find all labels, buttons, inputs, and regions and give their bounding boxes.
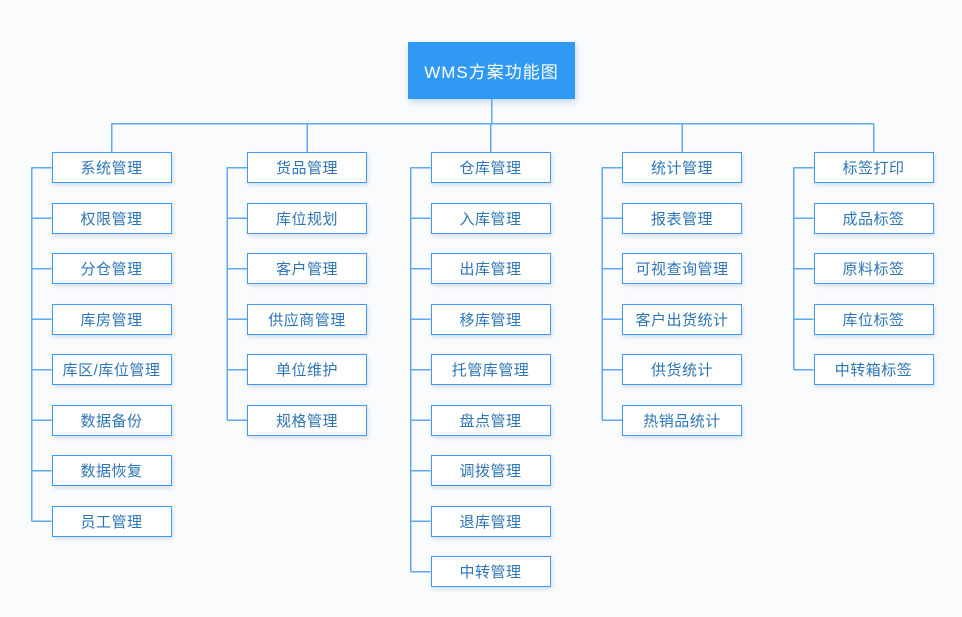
node-label: 系统管理 [80,160,143,177]
child-node[interactable]: 入库管理 [430,202,551,234]
node-label: 分仓管理 [80,261,143,278]
node-label: 权限管理 [80,210,143,228]
child-node[interactable]: 可视查询管理 [622,253,742,284]
node-label: 移库管理 [459,311,522,329]
node-label: 托管库管理 [451,362,530,379]
child-node[interactable]: 热销品统计 [622,404,742,436]
child-node[interactable]: 权限管理 [51,202,172,234]
root-node[interactable]: WMS方案功能图 [408,42,575,99]
child-node[interactable]: 出库管理 [430,253,551,284]
child-node[interactable]: 库位规划 [247,202,367,234]
child-node[interactable]: 分仓管理 [51,253,172,284]
node-label: 数据恢复 [80,463,143,480]
node-label: 统计管理 [650,160,713,177]
category-node[interactable]: 系统管理 [51,152,172,183]
child-node[interactable]: 供应商管理 [247,303,367,335]
node-label: 数据备份 [80,412,143,430]
child-node[interactable]: 库区/库位管理 [51,354,172,385]
node-label: 标签打印 [842,160,905,177]
node-label: 中转箱标签 [834,362,913,379]
node-label: 成品标签 [842,210,905,228]
node-label: 出库管理 [459,261,522,278]
child-node[interactable]: 盘点管理 [430,404,551,436]
child-node[interactable]: 规格管理 [247,404,367,436]
category-node[interactable]: 仓库管理 [430,152,551,183]
child-node[interactable]: 托管库管理 [430,354,551,385]
node-label: 货品管理 [275,160,338,177]
child-node[interactable]: 客户出货统计 [622,303,742,335]
node-label: 盘点管理 [459,412,522,430]
child-node[interactable]: 报表管理 [622,202,742,234]
child-node[interactable]: 成品标签 [813,202,934,234]
node-label: 供货统计 [650,362,713,379]
node-label: 客户管理 [275,261,338,278]
child-node[interactable]: 中转管理 [430,556,551,587]
node-label: 报表管理 [650,210,713,228]
category-node[interactable]: 货品管理 [247,152,367,183]
node-label: 供应商管理 [268,311,346,329]
node-label: 规格管理 [275,412,338,430]
node-label: 热销品统计 [643,412,721,430]
node-label: 库房管理 [80,311,143,329]
node-label: 调拨管理 [459,463,522,480]
node-label: 入库管理 [459,210,522,228]
node-label: 员工管理 [80,513,143,531]
child-node[interactable]: 退库管理 [430,505,551,537]
category-node[interactable]: 统计管理 [622,152,742,183]
child-node[interactable]: 客户管理 [247,253,367,284]
category-node[interactable]: 标签打印 [813,152,934,183]
child-node[interactable]: 数据备份 [51,404,172,436]
node-label: 可视查询管理 [635,261,729,278]
child-node[interactable]: 库位标签 [813,303,934,335]
node-label: 单位维护 [275,362,338,379]
node-label: 库区/库位管理 [62,362,161,379]
node-label: 库位标签 [842,311,905,329]
child-node[interactable]: 移库管理 [430,303,551,335]
node-label: 中转管理 [459,564,522,581]
child-node[interactable]: 单位维护 [247,354,367,385]
node-label: 仓库管理 [459,160,522,177]
node-label: 库位规划 [275,210,338,228]
root-node-label: WMS方案功能图 [424,63,559,82]
node-label: 客户出货统计 [635,311,729,329]
child-node[interactable]: 数据恢复 [51,455,172,486]
child-node[interactable]: 原料标签 [813,253,934,284]
child-node[interactable]: 调拨管理 [430,455,551,486]
child-node[interactable]: 中转箱标签 [813,354,934,385]
child-node[interactable]: 库房管理 [51,303,172,335]
child-node[interactable]: 供货统计 [622,354,742,385]
node-label: 原料标签 [842,261,905,278]
child-node[interactable]: 员工管理 [51,505,172,537]
node-label: 退库管理 [459,513,522,531]
